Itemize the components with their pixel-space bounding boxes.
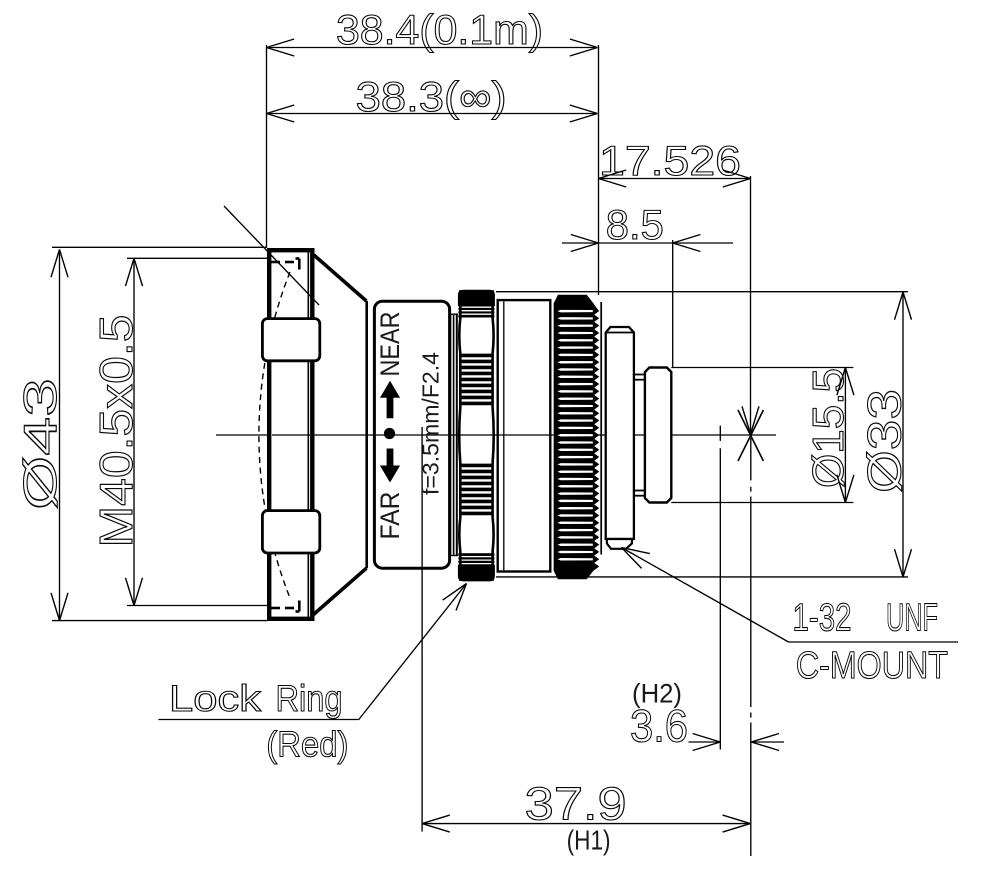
svg-text:NEAR: NEAR — [375, 312, 405, 377]
svg-text:Ø43: Ø43 — [14, 378, 66, 510]
svg-text:C-MOUNT: C-MOUNT — [796, 645, 948, 687]
svg-text:38.4(0.1m): 38.4(0.1m) — [336, 6, 543, 53]
svg-text:1-32: 1-32 — [793, 596, 852, 639]
svg-text:Ø15.5: Ø15.5 — [804, 368, 853, 488]
svg-text:f=3.5mm/F2.4: f=3.5mm/F2.4 — [418, 352, 444, 495]
svg-text:UNF: UNF — [886, 596, 938, 639]
svg-text:38.3(∞): 38.3(∞) — [356, 73, 507, 120]
svg-text:(H2): (H2) — [632, 679, 682, 709]
svg-text:(H1): (H1) — [567, 825, 611, 856]
svg-text:Lock: Lock — [169, 678, 262, 719]
svg-text:M40.5x0.5: M40.5x0.5 — [90, 315, 142, 548]
svg-text:17.526: 17.526 — [599, 137, 741, 184]
svg-text:Ring: Ring — [276, 678, 343, 719]
svg-text:Ø33: Ø33 — [858, 389, 911, 493]
svg-text:(Red): (Red) — [266, 723, 348, 764]
svg-text:3.6: 3.6 — [630, 701, 688, 752]
svg-text:37.9: 37.9 — [525, 778, 627, 830]
svg-text:8.5: 8.5 — [606, 201, 664, 248]
svg-text:FAR: FAR — [375, 492, 405, 540]
